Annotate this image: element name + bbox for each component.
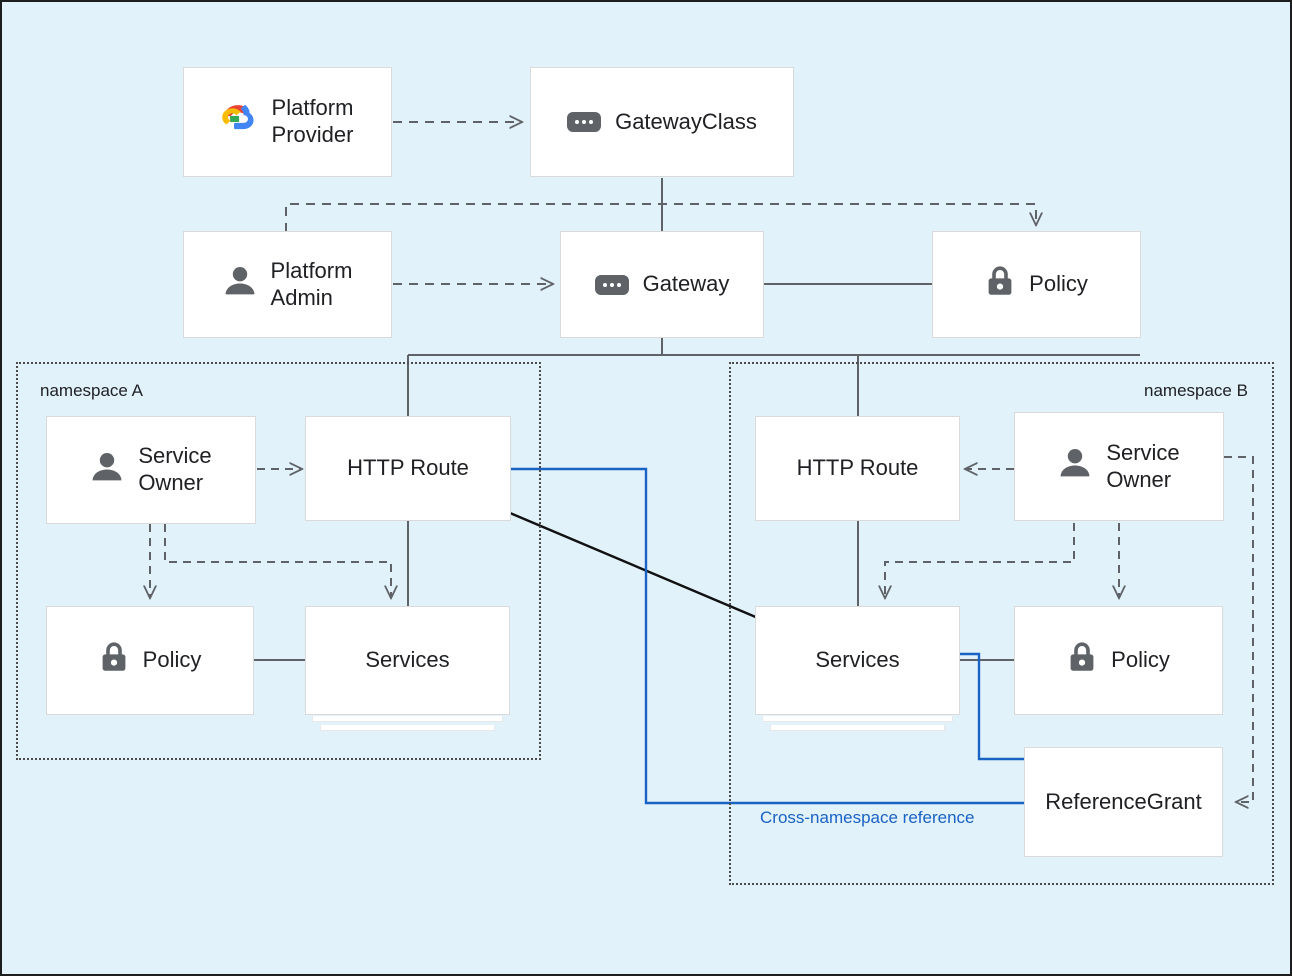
lock-icon: [99, 640, 129, 681]
node-label: GatewayClass: [615, 108, 757, 134]
node-label: Services: [365, 647, 450, 673]
gateway-chip-icon: [594, 274, 629, 295]
node-label: Platform Provider: [271, 95, 354, 147]
node-services-a[interactable]: Services: [305, 606, 510, 731]
node-label: Service Owner: [138, 443, 212, 495]
person-icon: [1058, 448, 1092, 485]
node-service-owner-a[interactable]: Service Owner: [46, 416, 256, 524]
node-platform-provider[interactable]: Platform Provider: [183, 67, 392, 177]
node-label: ReferenceGrant: [1045, 788, 1202, 814]
node-policy-a[interactable]: Policy: [46, 606, 254, 715]
cross-namespace-reference-label: Cross-namespace reference: [760, 808, 975, 827]
node-policy-top[interactable]: Policy: [932, 231, 1141, 338]
gateway-chip-icon: [567, 112, 602, 132]
node-services-b[interactable]: Services: [755, 606, 960, 731]
namespace-a-label: namespace A: [40, 381, 144, 400]
node-label: Service Owner: [1106, 439, 1180, 492]
person-icon: [90, 452, 124, 489]
node-label: Platform Admin: [270, 257, 353, 310]
node-label: Policy: [142, 647, 202, 673]
google-cloud-logo-icon: [221, 103, 258, 142]
node-service-owner-b[interactable]: Service Owner: [1014, 412, 1224, 521]
node-label: HTTP Route: [796, 455, 919, 481]
node-gateway-class[interactable]: GatewayClass: [530, 67, 794, 177]
namespace-b-label: namespace B: [1144, 381, 1248, 400]
node-label: Gateway: [642, 271, 730, 297]
lock-icon: [985, 264, 1015, 305]
node-policy-b[interactable]: Policy: [1014, 606, 1223, 715]
node-reference-grant[interactable]: ReferenceGrant: [1024, 747, 1223, 857]
node-gateway[interactable]: Gateway: [560, 231, 764, 338]
node-platform-admin[interactable]: Platform Admin: [183, 231, 392, 338]
person-icon: [223, 266, 257, 303]
node-label: HTTP Route: [347, 455, 469, 481]
node-http-route-a[interactable]: HTTP Route: [305, 416, 511, 521]
node-label: Policy: [1111, 647, 1170, 673]
node-label: Policy: [1029, 271, 1088, 297]
lock-icon: [1067, 640, 1097, 681]
node-http-route-b[interactable]: HTTP Route: [755, 416, 960, 521]
node-label: Services: [815, 647, 900, 673]
